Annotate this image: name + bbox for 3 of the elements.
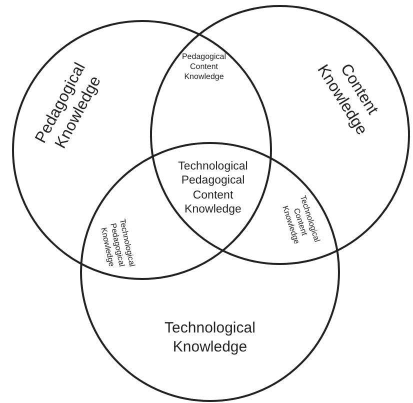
overlap-label: Pedagogical Content Knowledge — [180, 52, 228, 82]
overlap-label: Technological Pedagogical Content Knowledge — [177, 159, 249, 217]
circle-label: Technological Knowledge — [164, 319, 256, 357]
